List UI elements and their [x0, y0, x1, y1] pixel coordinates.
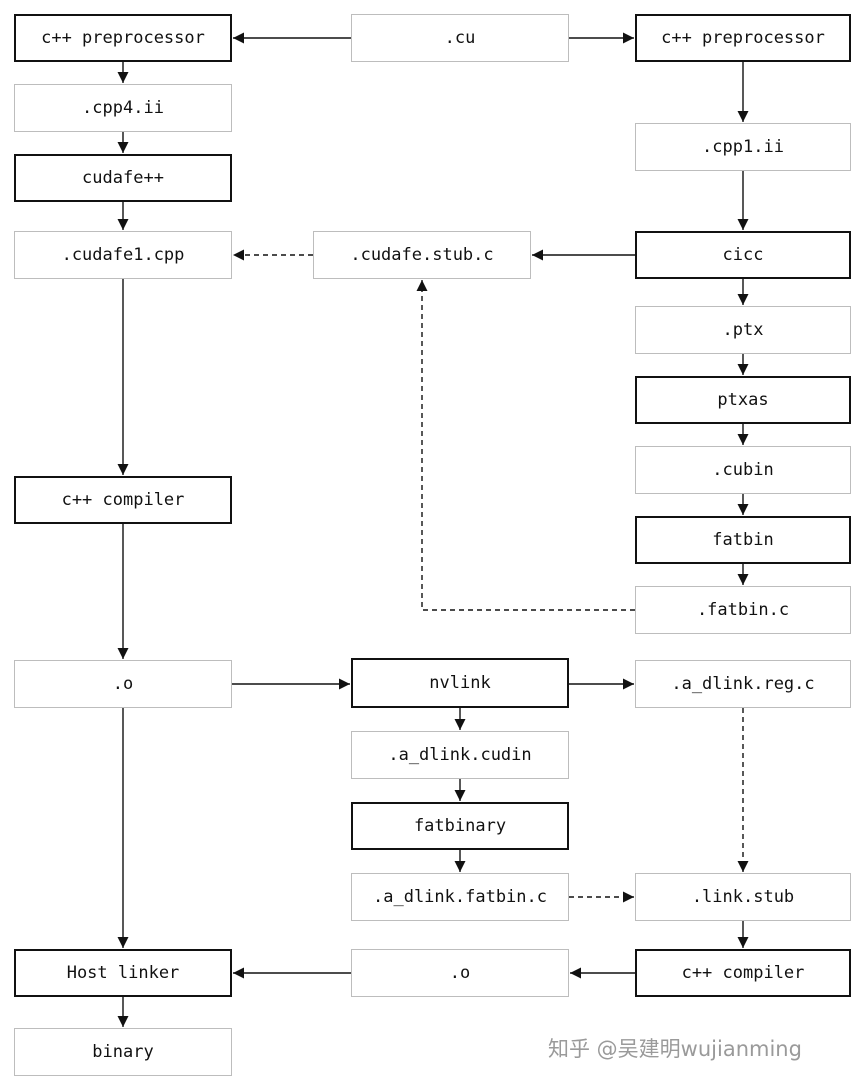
node-cudafe1-cpp: .cudafe1.cpp: [14, 231, 232, 279]
node-nvlink: nvlink: [351, 658, 569, 708]
edge-fatbin-c-to-cudafe-stub-c: [416, 280, 635, 611]
node-cpp-compiler-left: c++ compiler: [14, 476, 232, 524]
node-fatbin: fatbin: [635, 516, 851, 564]
node-link-stub: .link.stub: [635, 873, 851, 921]
node-o-left: .o: [14, 660, 232, 708]
watermark: 知乎 @吴建明wujianming: [548, 1037, 802, 1061]
node-cpp1-ii: .cpp1.ii: [635, 123, 851, 171]
node-cicc: cicc: [635, 231, 851, 279]
node-cubin: .cubin: [635, 446, 851, 494]
node-cpp-preprocessor-left: c++ preprocessor: [14, 14, 232, 62]
node-fatbinary: fatbinary: [351, 802, 569, 850]
node-cudafe-plus-plus: cudafe++: [14, 154, 232, 202]
node-ptx: .ptx: [635, 306, 851, 354]
node-a-dlink-cudin: .a_dlink.cudin: [351, 731, 569, 779]
node-a-dlink-reg-c: .a_dlink.reg.c: [635, 660, 851, 708]
node-cpp-preprocessor-right: c++ preprocessor: [635, 14, 851, 62]
node-host-linker: Host linker: [14, 949, 232, 997]
node-cpp4-ii: .cpp4.ii: [14, 84, 232, 132]
node-binary: binary: [14, 1028, 232, 1076]
node-fatbin-c: .fatbin.c: [635, 586, 851, 634]
node-cu: .cu: [351, 14, 569, 62]
node-o-bottom: .o: [351, 949, 569, 997]
node-cpp-compiler-right: c++ compiler: [635, 949, 851, 997]
node-a-dlink-fatbin-c: .a_dlink.fatbin.c: [351, 873, 569, 921]
node-ptxas: ptxas: [635, 376, 851, 424]
node-cudafe-stub-c: .cudafe.stub.c: [313, 231, 531, 279]
